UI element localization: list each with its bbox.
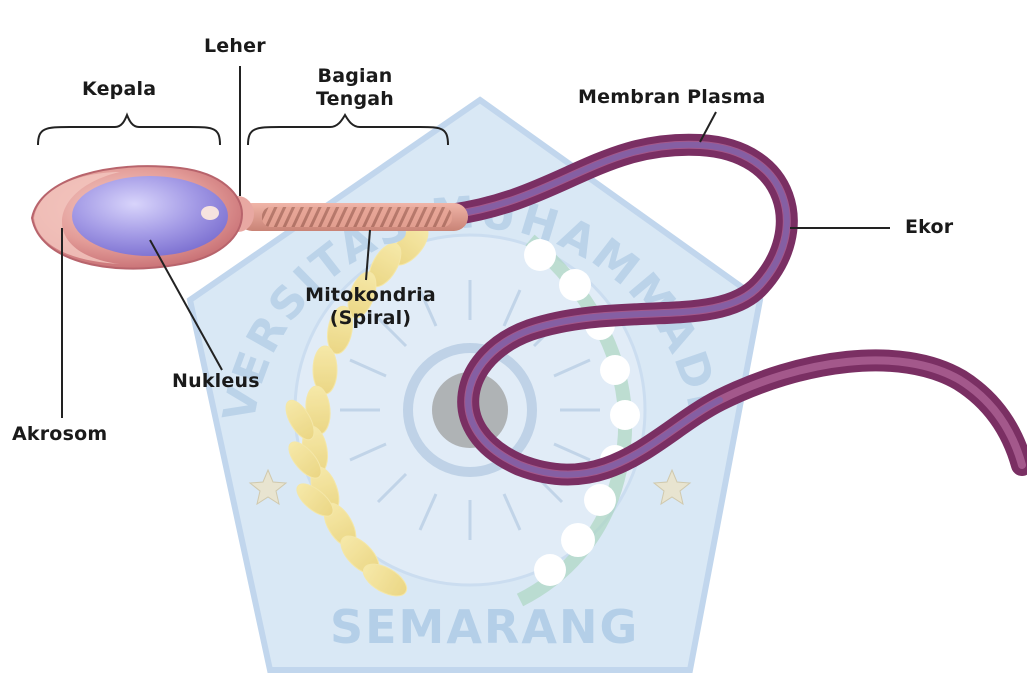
label-mitokondria-line1: Mitokondria — [278, 284, 463, 307]
mitochondria-spiral — [262, 207, 452, 227]
label-mitokondria-line2: (Spiral) — [278, 307, 463, 330]
label-kepala: Kepala — [82, 78, 156, 101]
label-nukleus: Nukleus — [172, 370, 260, 393]
label-ekor: Ekor — [905, 216, 953, 239]
label-bagian-tengah-line1: Bagian — [300, 65, 410, 88]
kepala-bracket — [38, 115, 220, 145]
label-mitokondria: Mitokondria (Spiral) — [278, 284, 463, 330]
label-bagian-tengah: Bagian Tengah — [300, 65, 410, 111]
watermark-semarang: SEMARANG — [330, 600, 630, 654]
label-bagian-tengah-line2: Tengah — [300, 88, 410, 111]
label-akrosom: Akrosom — [12, 423, 107, 446]
label-leher: Leher — [204, 35, 266, 58]
label-membran-plasma: Membran Plasma — [578, 86, 766, 109]
